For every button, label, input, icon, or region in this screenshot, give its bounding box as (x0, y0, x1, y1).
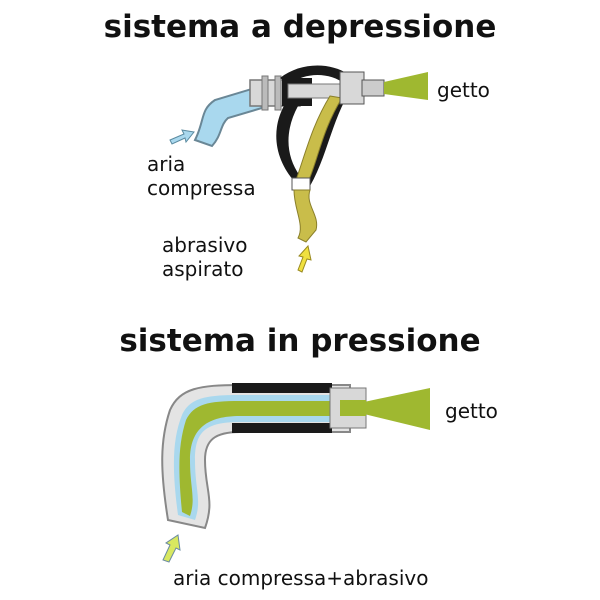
title-pressure-system: sistema in pressione (119, 323, 481, 359)
suction-gun-illustration (169, 65, 428, 273)
black-sleeve (232, 383, 332, 393)
pressure-nozzle-illustration (161, 383, 430, 563)
abrasive-intake-hose (293, 189, 318, 243)
air-label-line2: compressa (147, 176, 256, 200)
jet-label-top: getto (437, 78, 490, 102)
abrasive-arrow-icon (297, 244, 312, 273)
jet-top (384, 72, 428, 100)
input-arrow-icon (162, 534, 181, 563)
air-arrow-icon (169, 129, 195, 145)
abrasive-label-line2: aspirato (162, 257, 244, 281)
jet-bottom (364, 388, 430, 430)
input-label: aria compressa+abrasivo (173, 566, 429, 590)
title-depression-system: sistema a depressione (103, 9, 497, 45)
jet-label-bottom: getto (445, 399, 498, 423)
abrasive-fitting (291, 177, 311, 191)
abrasive-tube (295, 95, 343, 183)
nozzle (339, 71, 365, 105)
air-label-line1: aria (147, 152, 186, 176)
abrasive-stream (179, 401, 345, 516)
abrasive-label-line1: abrasivo (162, 233, 248, 257)
